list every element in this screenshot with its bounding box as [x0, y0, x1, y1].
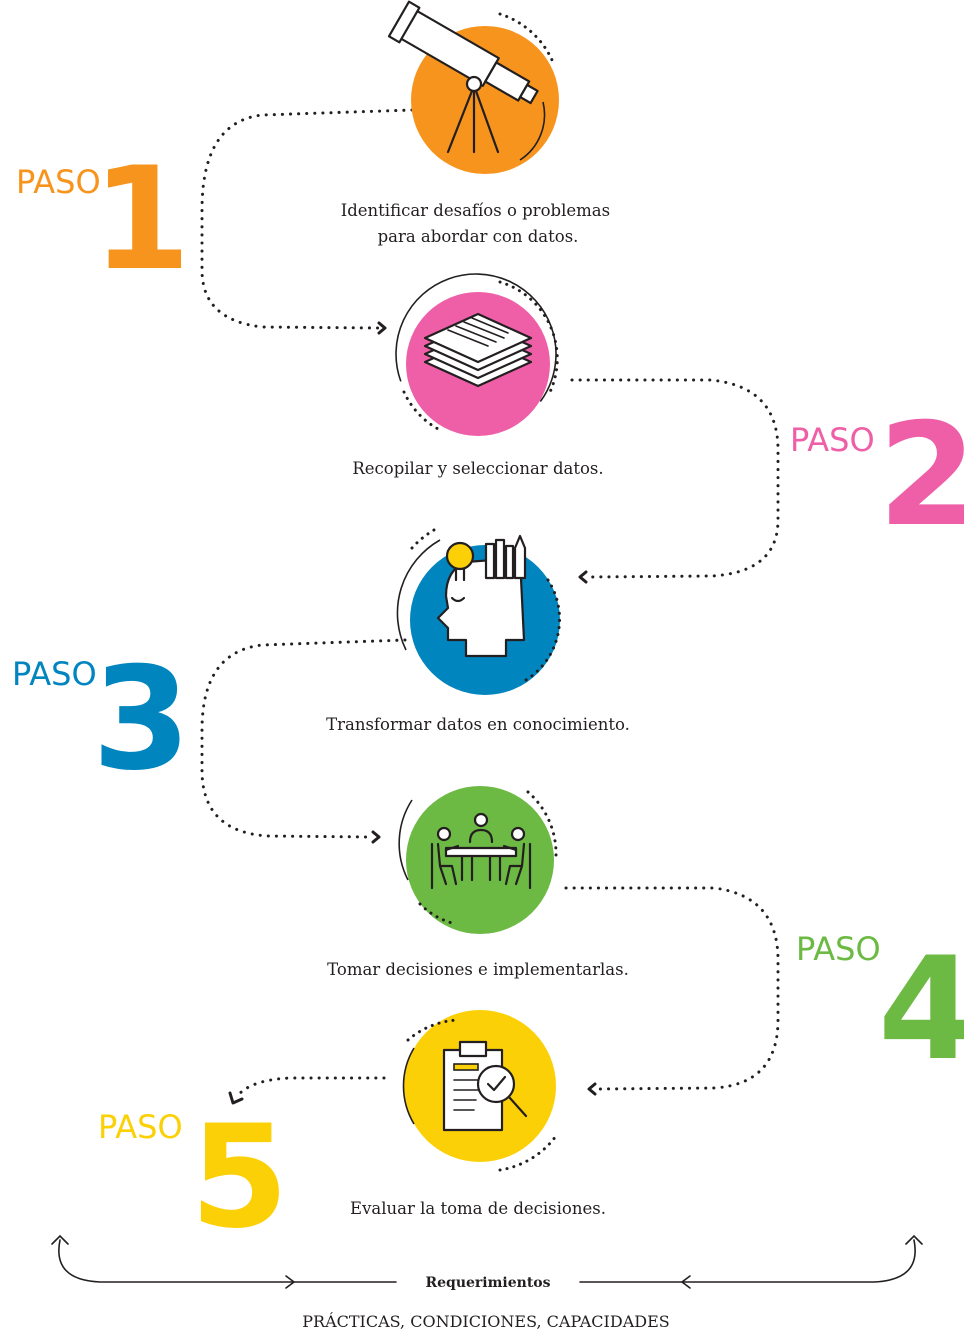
meeting-table-icon: [430, 812, 532, 890]
bracket-left: [58, 1239, 397, 1283]
step-1-caption-line-1: Identificar desafíos o problemas: [341, 201, 610, 220]
connector-2-3: [570, 378, 780, 579]
connector-paths: [200, 108, 780, 1105]
document-stack-icon: [423, 312, 533, 388]
step-5: PASO 5 Evaluar la toma de decisiones.: [98, 1010, 606, 1260]
paso-number-3: 3: [92, 637, 191, 802]
arrowhead-4-5: [587, 1082, 597, 1096]
paso-label-4: PASO: [796, 930, 881, 968]
arrowhead-3-4: [371, 830, 381, 844]
connector-4-5: [564, 886, 780, 1091]
step-5-caption: Evaluar la toma de decisiones.: [350, 1199, 606, 1218]
step-4-circle: [406, 786, 554, 934]
step-3-caption-line-1: Transformar datos en conocimiento.: [326, 715, 630, 734]
step-3: PASO 3 Transformar datos en conocimiento…: [12, 528, 630, 802]
bracket-right: [579, 1239, 916, 1283]
paso-number-5: 5: [190, 1095, 289, 1260]
head-lightbulb-icon: [436, 534, 527, 658]
paso-label-3: PASO: [12, 655, 97, 693]
requirements-subtitle: PRÁCTICAS, CONDICIONES, CAPACIDADES: [302, 1311, 669, 1331]
step-2-caption: Recopilar y seleccionar datos.: [352, 459, 603, 478]
arrowhead-2-3: [578, 570, 588, 584]
paso-label-5: PASO: [98, 1108, 183, 1146]
step-1-caption: Identificar desafíos o problemas para ab…: [341, 201, 616, 246]
paso-number-2: 2: [878, 393, 964, 558]
paso-label-1: PASO: [16, 163, 101, 201]
step-4-caption-line-1: Tomar decisiones e implementarlas.: [327, 960, 629, 979]
paso-label-2: PASO: [790, 421, 875, 459]
connector-3-4: [200, 638, 407, 839]
telescope-icon: [387, 0, 539, 154]
arrowhead-1-2: [377, 321, 387, 335]
step-4-caption: Tomar decisiones e implementarlas.: [327, 960, 629, 979]
requirements-title: Requerimientos: [425, 1275, 550, 1291]
step-2: PASO 2 Recopilar y seleccionar datos.: [352, 273, 964, 558]
paso-number-4: 4: [878, 927, 964, 1092]
step-5-caption-line-1: Evaluar la toma de decisiones.: [350, 1199, 606, 1218]
step-2-caption-line-1: Recopilar y seleccionar datos.: [352, 459, 603, 478]
step-1: PASO 1 Identificar desafíos o problemas …: [16, 0, 616, 302]
step-1-caption-line-2: para abordar con datos.: [378, 227, 579, 246]
step-4: PASO 4 Tomar decisiones e implementarlas…: [327, 786, 964, 1092]
paso-number-1: 1: [92, 137, 191, 302]
requirements-bracket: Requerimientos PRÁCTICAS, CONDICIONES, C…: [51, 1234, 923, 1331]
clipboard-magnifier-icon: [442, 1040, 528, 1132]
step-3-caption: Transformar datos en conocimiento.: [326, 715, 630, 734]
connector-1-2: [200, 108, 414, 330]
arrowhead-5-exit: [228, 1091, 244, 1105]
